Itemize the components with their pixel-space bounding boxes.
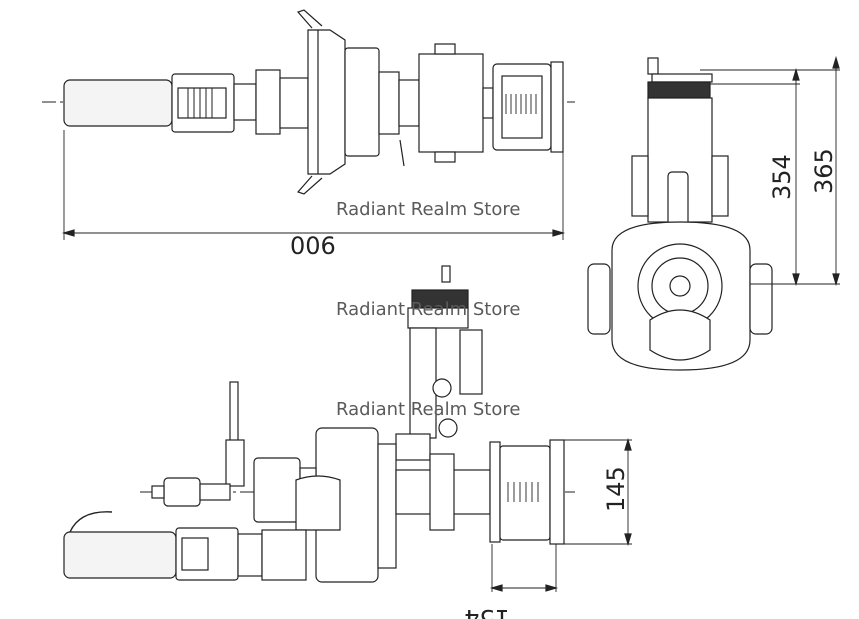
watermark-text: Radiant Realm Store <box>336 199 521 220</box>
dim-front-height: 145 <box>602 466 630 512</box>
dim-side-height-inner: 354 <box>768 154 796 200</box>
watermark-text: Radiant Realm Store <box>336 299 521 320</box>
dim-side-height-outer: 365 <box>810 148 838 194</box>
side-view: 354 365 <box>587 55 840 371</box>
front-view: 145 154 <box>63 265 632 619</box>
watermark-text: Radiant Realm Store <box>336 399 521 420</box>
top-view: 006 <box>42 9 575 260</box>
dim-front-width: 154 <box>464 604 510 619</box>
dim-top-view-length: 006 <box>290 232 336 260</box>
